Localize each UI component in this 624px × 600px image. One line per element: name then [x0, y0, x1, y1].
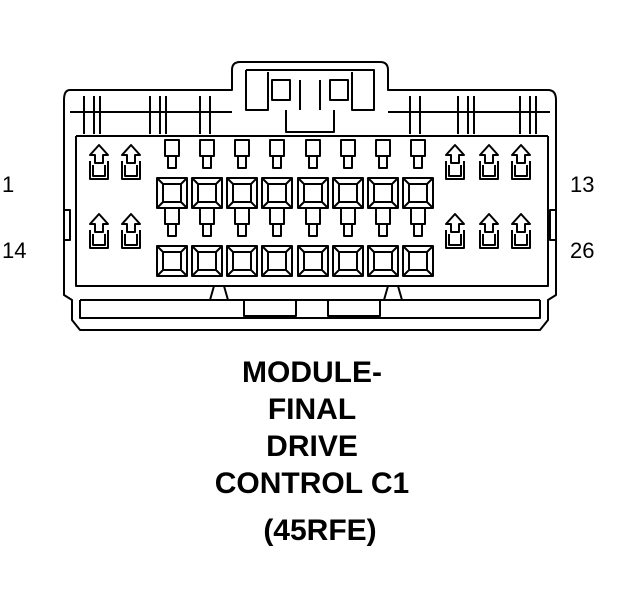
caption-line-1: MODULE-: [242, 356, 382, 389]
pin-label-26: 26: [570, 238, 595, 263]
square-terminal-cavity: [367, 139, 399, 209]
arrow-terminal: [121, 144, 141, 180]
arrow-terminal: [511, 144, 531, 180]
square-terminal-cavity: [297, 139, 329, 209]
pin-label-13: 13: [570, 172, 595, 197]
arrow-terminal: [479, 213, 499, 249]
arrow-terminal: [89, 144, 109, 180]
square-terminal-cavity: [191, 139, 223, 209]
terminal-cavities-row-1: [89, 144, 531, 180]
square-terminal-cavity: [226, 207, 258, 277]
square-terminal-cavity: [402, 139, 434, 209]
pin-label-14: 14: [2, 238, 27, 263]
square-terminal-cavity: [297, 207, 329, 277]
arrow-terminal: [445, 213, 465, 249]
square-terminal-cavity: [191, 207, 223, 277]
square-terminal-cavity: [332, 207, 364, 277]
square-terminal-cavity: [156, 139, 188, 209]
connector-housing: [63, 61, 557, 331]
square-terminal-cavity: [332, 139, 364, 209]
terminal-cavities-row-2: [89, 213, 531, 249]
square-terminal-cavity: [402, 207, 434, 277]
arrow-terminal: [445, 144, 465, 180]
caption-line-3: DRIVE: [266, 430, 358, 463]
arrow-terminal: [479, 144, 499, 180]
square-cavities: [156, 139, 434, 277]
caption-line-5: (45RFE): [263, 514, 377, 547]
square-terminal-cavity: [367, 207, 399, 277]
arrow-terminal: [511, 213, 531, 249]
square-terminal-cavity: [156, 207, 188, 277]
arrow-terminal: [89, 213, 109, 249]
caption-line-4: CONTROL C1: [214, 467, 410, 500]
arrow-terminal: [121, 213, 141, 249]
square-terminal-cavity: [226, 139, 258, 209]
caption-line-2: FINAL: [267, 393, 357, 426]
square-terminal-cavity: [261, 139, 293, 209]
square-terminal-cavity: [261, 207, 293, 277]
pin-label-1: 1: [2, 172, 15, 197]
